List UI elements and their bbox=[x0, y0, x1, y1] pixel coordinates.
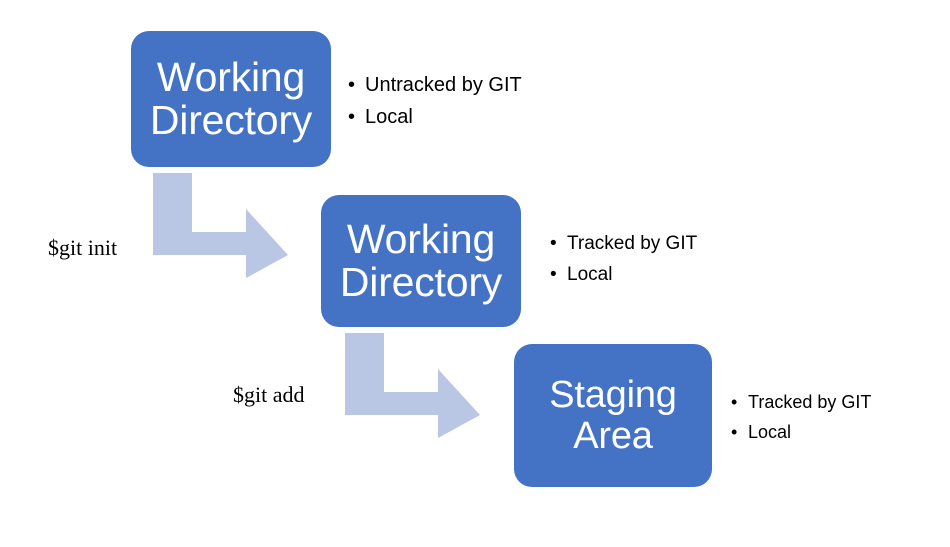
bullet-icon: • bbox=[550, 263, 557, 285]
bullet-list-working-directory-tracked: • Tracked by GIT • Local bbox=[550, 233, 697, 286]
node-label-working-directory-untracked: Working Directory bbox=[149, 53, 313, 143]
list-item-label: Local bbox=[567, 263, 613, 285]
elbow-arrow-git-init bbox=[150, 168, 295, 283]
bullet-list-working-directory-untracked: • Untracked by GIT • Local bbox=[348, 74, 522, 129]
elbow-arrow-down-right-icon bbox=[153, 173, 288, 278]
list-item: • Local bbox=[348, 106, 522, 129]
bullet-list-staging-area: • Tracked by GIT • Local bbox=[731, 392, 871, 442]
bullet-icon: • bbox=[348, 106, 356, 128]
bullet-icon: • bbox=[731, 392, 738, 412]
arrow-label-git-add: $git add bbox=[233, 382, 305, 407]
list-item: • Local bbox=[731, 422, 871, 443]
list-item-label: Tracked by GIT bbox=[748, 392, 872, 412]
list-item-label: Local bbox=[748, 421, 792, 442]
node-working-directory-untracked[interactable]: Working Directory bbox=[131, 31, 331, 167]
bullet-icon: • bbox=[550, 233, 557, 254]
elbow-arrow-git-add bbox=[342, 328, 487, 443]
list-item: • Untracked by GIT bbox=[348, 74, 522, 97]
list-item-label: Local bbox=[365, 106, 413, 128]
node-label-working-directory-tracked: Working Directory bbox=[339, 215, 503, 305]
list-item-label: Tracked by GIT bbox=[567, 233, 698, 254]
arrow-label-git-init: $git init bbox=[48, 235, 118, 260]
list-item: • Tracked by GIT bbox=[731, 392, 871, 413]
bullet-icon: • bbox=[731, 421, 738, 442]
list-item-label: Untracked by GIT bbox=[365, 74, 522, 96]
node-working-directory-tracked[interactable]: Working Directory bbox=[321, 195, 521, 327]
bullet-icon: • bbox=[348, 74, 356, 96]
list-item: • Local bbox=[550, 264, 697, 286]
node-label-staging-area: Staging Area bbox=[549, 374, 677, 457]
node-staging-area[interactable]: Staging Area bbox=[514, 344, 712, 487]
list-item: • Tracked by GIT bbox=[550, 233, 697, 255]
elbow-arrow-down-right-icon bbox=[345, 333, 480, 438]
